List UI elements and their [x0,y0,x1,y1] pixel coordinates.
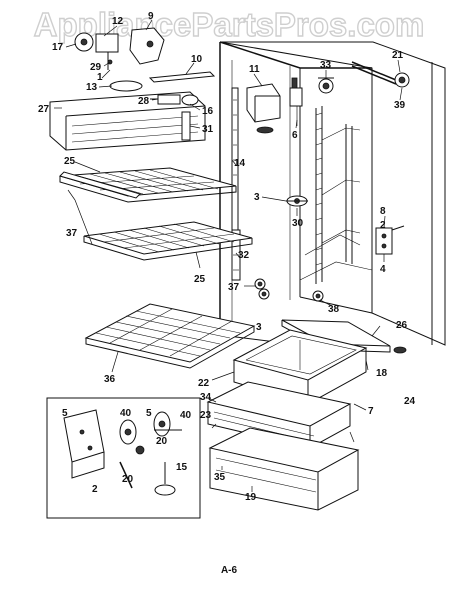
leader-lines [54,19,403,492]
callout-35: 35 [214,472,226,483]
callout-24: 24 [404,396,416,407]
callout-27: 27 [38,104,50,115]
evaporator-cover [49,91,206,151]
callout-3b: 3 [256,322,262,333]
callout-30: 30 [292,218,304,229]
page-label: A-6 [220,565,238,576]
callout-8: 8 [380,206,386,217]
callout-18: 18 [376,368,388,379]
callout-12: 12 [112,16,124,27]
callout-2b: 2 [92,484,98,495]
roller-assembly [254,278,324,302]
upper-shelf-front-trim [59,171,141,199]
callout-25a: 25 [64,156,76,167]
light-shield [246,83,281,134]
callout-34: 34 [200,392,212,403]
callout-3a: 3 [254,192,260,203]
callout-5b: 5 [146,408,152,419]
callout-37a: 37 [66,228,78,239]
middle-wire-shelf [83,221,253,261]
damper-control [74,27,165,92]
control-knob [318,77,334,94]
bracket-hinge [351,61,410,88]
callout-17: 17 [52,42,64,53]
callout-22: 22 [198,378,210,389]
callout-14: 14 [234,158,246,169]
callout-2a: 2 [380,220,386,231]
lower-wire-shelf [84,303,256,369]
callout-28: 28 [138,96,150,107]
callout-25b: 25 [194,274,206,285]
callout-21: 21 [392,50,404,61]
inset-detail-box [46,397,201,519]
callout-32: 32 [238,250,250,261]
callout-11: 11 [249,64,260,75]
callout-4: 4 [380,264,386,275]
crisper-drawer [208,427,360,511]
callout-36: 36 [104,374,116,385]
callout-20a: 20 [156,436,168,447]
shelf-ladder-left [231,87,241,281]
callout-26: 26 [396,320,408,331]
liner-ribs [299,127,373,281]
callout-19: 19 [245,492,257,503]
callout-33: 33 [320,60,332,71]
callout-6: 6 [292,130,298,141]
callout-38: 38 [328,304,340,315]
shelf-track [148,71,216,83]
callout-29: 29 [90,62,102,73]
callout-1: 1 [97,72,103,83]
callout-13: 13 [86,82,98,93]
callout-20b: 20 [122,474,134,485]
callout-37b: 37 [228,282,240,293]
callout-9: 9 [148,11,154,22]
callout-16: 16 [202,106,214,117]
callout-40a: 40 [120,408,132,419]
thermostat [286,195,308,207]
callout-31: 31 [202,124,214,135]
callout-39: 39 [394,100,406,111]
callout-7: 7 [368,406,374,417]
shelf-ladder-right [315,106,353,284]
callout-23: 23 [200,410,212,421]
upper-wire-shelf [59,167,237,203]
door-switch [289,77,303,126]
light-socket [150,94,199,106]
callout-5a: 5 [62,408,68,419]
callout-10: 10 [191,54,203,65]
callout-15: 15 [176,462,188,473]
callout-40b: 40 [180,410,192,421]
callout-labels: 12 9 17 29 1 13 10 11 33 21 39 27 28 16 … [38,11,416,503]
